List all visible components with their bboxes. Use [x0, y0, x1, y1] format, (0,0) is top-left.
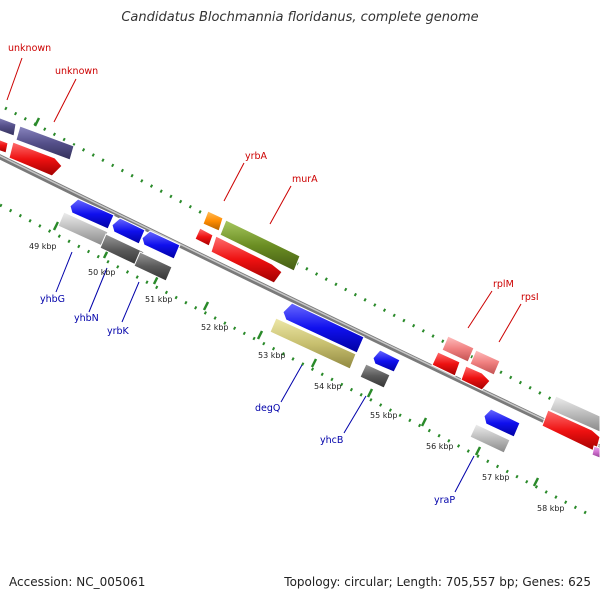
gene-label-murA[interactable]: murA — [292, 174, 318, 185]
kbp-label: 58 kbp — [537, 504, 565, 513]
gene-blue-3[interactable] — [141, 230, 181, 260]
gene-blue-5[interactable] — [483, 408, 521, 438]
gene-murA[interactable] — [219, 219, 301, 272]
gene-red-1[interactable] — [0, 138, 9, 154]
gene-degQ[interactable] — [269, 317, 357, 370]
bottom-gene-labels: yhbG yhbN yrbK degQ yhcB yraP — [40, 294, 455, 506]
gene-blue-long[interactable] — [282, 302, 365, 354]
gene-pink-right[interactable] — [591, 445, 600, 459]
gene-label-yhbG[interactable]: yhbG — [40, 294, 65, 305]
gene-blue-4[interactable] — [372, 349, 401, 373]
gene-yhcB[interactable] — [359, 363, 391, 389]
accession-text: Accession: NC_005061 — [9, 575, 146, 589]
gene-label-yrbA[interactable]: yrbA — [245, 151, 268, 162]
gene-rpsI[interactable] — [469, 349, 501, 376]
gene-label-unknown-2[interactable]: unknown — [55, 66, 98, 77]
gene-label-rplM[interactable]: rplM — [493, 279, 514, 290]
bottom-label-leaders — [55, 251, 475, 493]
major-ticks — [33, 117, 540, 487]
kbp-label: 56 kbp — [426, 442, 454, 451]
outer-tick-track — [4, 106, 600, 427]
kbp-label: 52 kbp — [201, 323, 229, 332]
gene-label-degQ[interactable]: degQ — [255, 403, 280, 414]
gene-grey-right[interactable] — [549, 395, 600, 433]
gene-rplM[interactable] — [441, 335, 475, 363]
gene-blue-1[interactable] — [69, 198, 115, 230]
gene-purple-1[interactable] — [0, 116, 17, 137]
gene-yrbK[interactable] — [133, 251, 173, 282]
gene-red-right[interactable] — [541, 409, 600, 453]
kbp-label: 53 kbp — [258, 351, 286, 360]
gene-label-rpsI[interactable]: rpsI — [521, 292, 539, 303]
gene-label-yrbK[interactable]: yrbK — [107, 326, 130, 337]
gene-yraP[interactable] — [469, 423, 511, 454]
top-label-leaders — [6, 57, 522, 343]
inner-tick-track — [0, 203, 591, 517]
gene-label-unknown-1[interactable]: unknown — [8, 43, 51, 54]
gene-purple-2[interactable] — [15, 125, 75, 161]
gene-label-yhcB[interactable]: yhcB — [320, 435, 343, 446]
kbp-label: 51 kbp — [145, 295, 173, 304]
gene-blue-2[interactable] — [111, 217, 146, 245]
gene-red-6[interactable] — [460, 365, 491, 391]
kbp-label: 54 kbp — [314, 382, 342, 391]
kbp-label: 50 kbp — [88, 268, 116, 277]
kbp-label: 49 kbp — [29, 242, 57, 251]
gene-red-2[interactable] — [8, 141, 63, 177]
kbp-label: 57 kbp — [482, 473, 510, 482]
genome-title: Candidatus Blochmannia floridanus, compl… — [121, 10, 479, 25]
gene-label-yraP[interactable]: yraP — [434, 495, 455, 506]
genome-backbone — [0, 154, 600, 451]
gene-label-yhbN[interactable]: yhbN — [74, 313, 99, 324]
gene-red-4[interactable] — [210, 235, 283, 284]
gene-yrbA[interactable] — [202, 210, 224, 232]
genome-stats-text: Topology: circular; Length: 705,557 bp; … — [284, 575, 591, 589]
gene-red-5[interactable] — [431, 351, 461, 377]
kbp-labels: 49 kbp 50 kbp 51 kbp 52 kbp 53 kbp 54 kb… — [29, 242, 565, 513]
top-gene-labels: unknown unknown yrbA murA rplM rpsI — [8, 43, 539, 303]
gene-red-3[interactable] — [194, 227, 214, 247]
kbp-label: 55 kbp — [370, 411, 398, 420]
